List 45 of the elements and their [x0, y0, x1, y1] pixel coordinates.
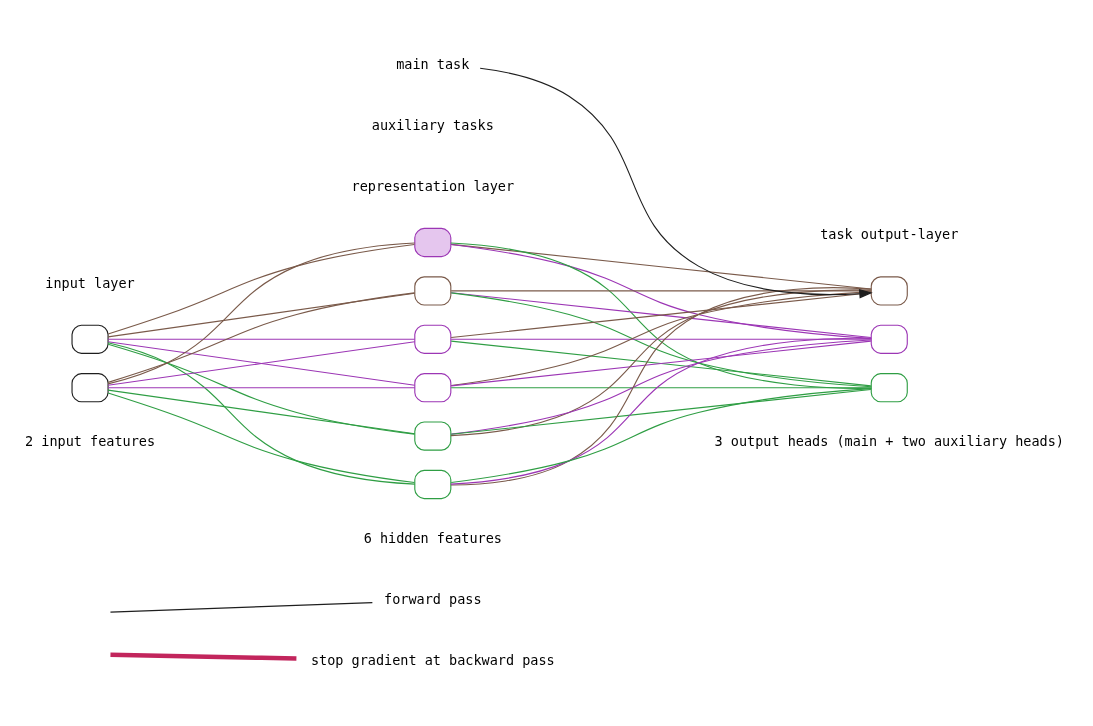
node-box	[414, 324, 452, 354]
connector	[107, 391, 415, 483]
label: auxiliary tasks	[371, 116, 494, 133]
connector	[450, 386, 872, 388]
connector	[450, 338, 872, 435]
node-box	[414, 275, 452, 306]
arrow	[479, 67, 873, 298]
node-box	[71, 324, 109, 354]
connector	[450, 337, 872, 485]
legend-label: forward pass	[384, 590, 482, 607]
connector	[450, 288, 872, 436]
label: 2 input features	[25, 432, 156, 449]
connector	[450, 291, 872, 338]
connector	[107, 340, 416, 386]
node-box	[870, 372, 908, 402]
label: 6 hidden features	[363, 529, 502, 546]
connector	[107, 241, 416, 384]
label: task output-layer	[820, 225, 959, 242]
connector	[107, 343, 415, 435]
node-text: main task	[396, 55, 470, 72]
connector	[107, 338, 416, 340]
connector	[107, 292, 416, 337]
connector	[450, 243, 872, 339]
connector	[450, 241, 872, 389]
node-box	[870, 324, 908, 354]
connector	[450, 340, 872, 386]
node-box	[414, 227, 452, 257]
node-box	[414, 372, 452, 402]
connector	[107, 341, 416, 485]
connector	[450, 338, 872, 340]
label: representation layer	[351, 177, 515, 194]
connector	[450, 388, 872, 435]
connector	[450, 387, 872, 483]
label: 3 output heads (main + two auxiliary heads)	[714, 432, 1065, 449]
node-box	[414, 420, 452, 451]
connector	[107, 291, 415, 383]
connector	[107, 243, 415, 335]
node-box	[414, 469, 452, 499]
connector	[107, 389, 416, 434]
node-box	[870, 275, 908, 306]
legend-label: stop gradient at backward pass	[310, 651, 555, 668]
label: input layer	[45, 274, 135, 291]
connector	[450, 286, 872, 486]
node-box	[71, 372, 109, 402]
connector	[107, 386, 416, 388]
